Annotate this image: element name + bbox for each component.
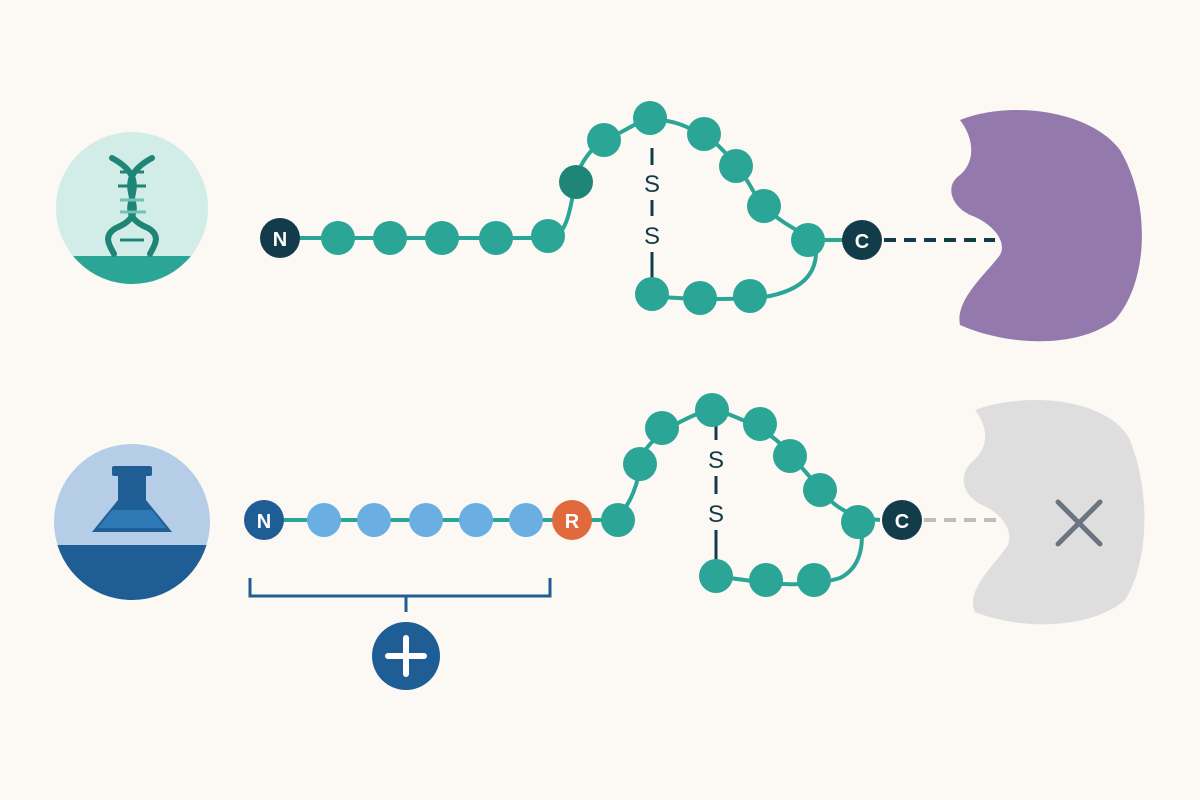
n-terminus: N [260,218,300,258]
receptor-blocked [963,400,1145,625]
residue [587,123,621,157]
residue [733,279,767,313]
residue [633,101,667,135]
modification-bracket [248,578,552,612]
modified-residue [409,503,443,537]
c-terminus: C [842,220,882,260]
residue [635,277,669,311]
modified-residue-group [307,503,543,537]
sulfur-label: S [708,501,724,528]
modified-residue [307,503,341,537]
residue [559,165,593,199]
residue [743,407,777,441]
top-row: S S N C [56,101,1142,342]
bottom-row: S S R [54,393,1145,690]
residue [425,221,459,255]
residue [695,393,729,427]
residue [797,563,831,597]
modified-residue [357,503,391,537]
modified-residue [509,503,543,537]
disulfide-bridge: S S [644,148,660,278]
residue [479,221,513,255]
residue-group [321,101,825,315]
residue [747,189,781,223]
disulfide-bridge: S S [708,420,724,560]
lab-flask-icon [54,444,210,600]
substituted-residue-label: R [565,511,580,533]
residue [719,149,753,183]
residue [841,505,875,539]
residue [803,473,837,507]
x-icon [1055,499,1103,547]
residue [601,503,635,537]
substituted-residue: R [552,500,592,540]
residue [531,219,565,253]
residue [321,221,355,255]
c-terminus: C [882,500,922,540]
residue [749,563,783,597]
residue [687,117,721,151]
residue [699,559,733,593]
dna-helix-icon [56,132,208,284]
receptor-bound [951,110,1142,342]
sulfur-label: S [708,447,724,474]
c-terminus-label: C [895,511,909,533]
residue [373,221,407,255]
residue [773,439,807,473]
residue [791,223,825,257]
residue-group [601,393,875,597]
modified-residue [459,503,493,537]
plus-icon [372,622,440,690]
residue [645,411,679,445]
sulfur-label: S [644,171,660,198]
loop-return [715,521,864,587]
c-terminus-label: C [855,231,869,253]
residue [623,447,657,481]
n-terminus: N [244,500,284,540]
residue [683,281,717,315]
n-terminus-label: N [273,229,287,251]
n-terminus-label: N [257,511,271,533]
loop-return [651,239,818,301]
sulfur-label: S [644,223,660,250]
